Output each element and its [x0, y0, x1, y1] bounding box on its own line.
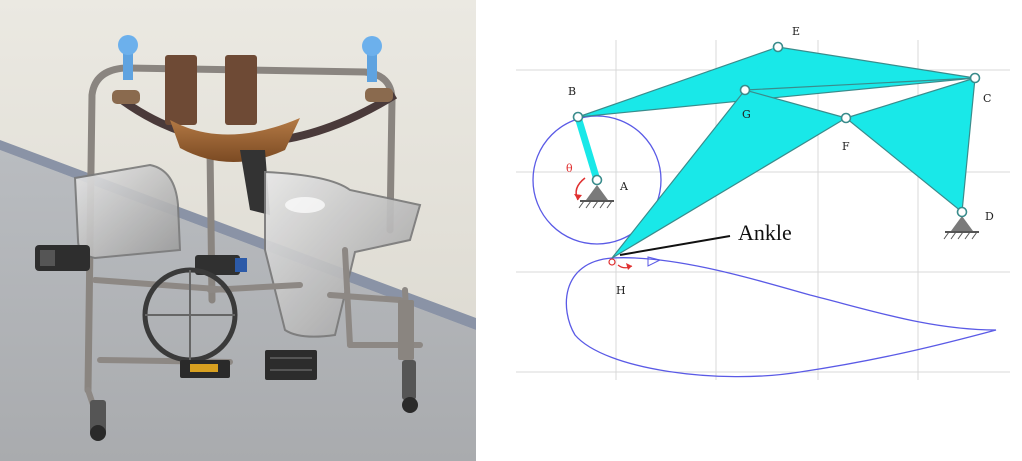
link-eg	[741, 43, 782, 94]
crank-circle	[532, 115, 662, 245]
joint-f	[840, 112, 852, 124]
link-gh-f	[611, 89, 848, 259]
left-foot-plate	[73, 163, 182, 260]
harness	[112, 55, 398, 215]
linkage-diagram-svg: θ A B C	[516, 25, 1010, 380]
label-f: F	[842, 140, 850, 153]
pedals	[180, 350, 317, 380]
joint-c	[969, 72, 981, 84]
wheel	[142, 267, 238, 363]
joint-b	[572, 111, 584, 123]
ankle-annotation: Ankle	[619, 220, 792, 256]
ground-support-d	[943, 216, 979, 240]
blue-handles	[118, 35, 382, 82]
link-fcd	[844, 77, 976, 214]
h-point-marker	[608, 256, 662, 270]
label-c: C	[983, 92, 991, 105]
label-a: A	[619, 180, 629, 193]
linkage-diagram: θ A B C	[476, 0, 1022, 461]
links	[574, 43, 976, 259]
label-g: G	[742, 108, 751, 121]
joint-labels: A B C D E F G H	[568, 25, 994, 297]
label-b: B	[568, 85, 576, 98]
ankle-label: Ankle	[738, 220, 792, 245]
link-ab	[574, 113, 601, 184]
caster-wheels	[90, 300, 418, 441]
label-e: E	[792, 25, 800, 38]
label-h: H	[616, 284, 626, 297]
motors	[35, 245, 247, 275]
link-gc	[744, 77, 976, 91]
input-angle-symbol: θ	[566, 162, 573, 175]
ground-support-a	[578, 185, 614, 209]
walker-photo-illustration	[0, 0, 476, 461]
label-d: D	[985, 210, 994, 223]
joint-a	[591, 174, 603, 186]
ground-supports	[578, 185, 979, 240]
ankle-leader-line	[619, 235, 731, 256]
joint-e	[772, 41, 784, 53]
walker-photo	[0, 0, 476, 461]
ankle-trajectory-curve	[565, 257, 997, 378]
input-angle-marker: θ	[566, 162, 586, 201]
joint-g	[739, 84, 751, 96]
link-bec	[577, 46, 976, 118]
joint-d	[956, 206, 968, 218]
joints	[572, 41, 981, 218]
